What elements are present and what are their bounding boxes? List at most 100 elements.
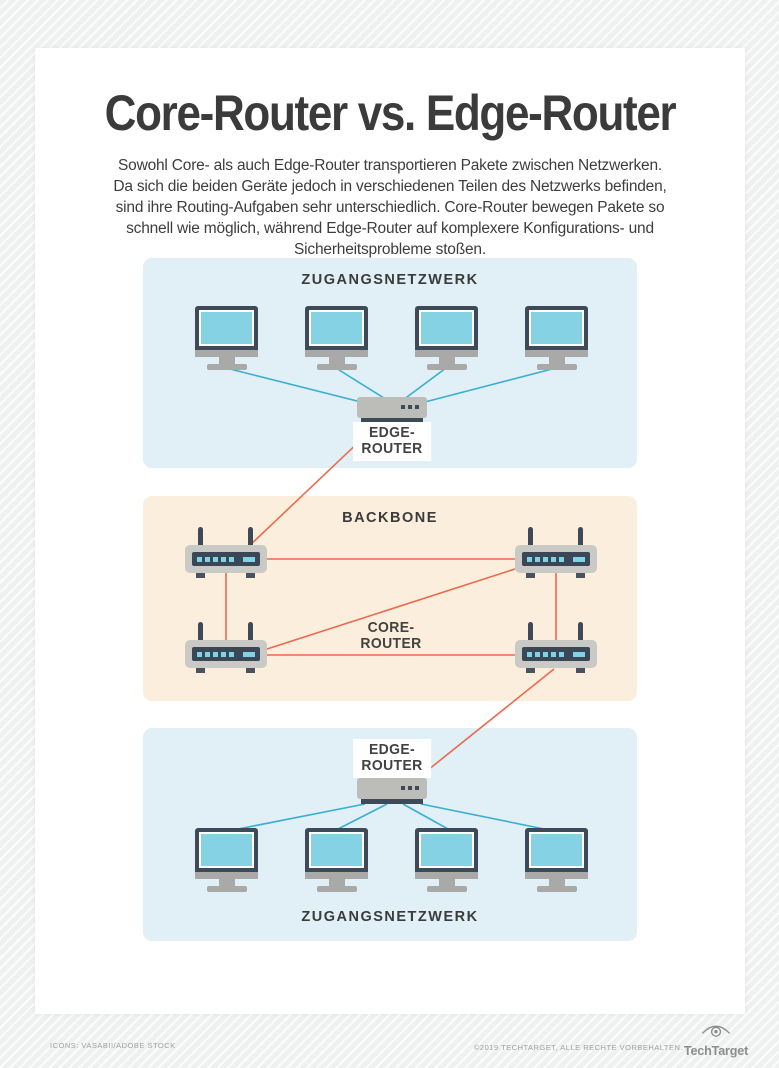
panel-title-access-top: ZUGANGSNETZWERK xyxy=(301,272,479,288)
panel-title-backbone: BACKBONE xyxy=(342,510,438,526)
antenna-icon xyxy=(578,527,583,551)
techtarget-wordmark: TechTarget xyxy=(683,1043,749,1058)
monitor-base xyxy=(316,364,357,370)
monitor-screen xyxy=(529,832,584,868)
monitor-screen xyxy=(419,310,474,346)
monitor-frame xyxy=(415,306,478,350)
monitor-base xyxy=(206,364,247,370)
core-router-label: CORE- ROUTER xyxy=(360,619,422,652)
monitor-neck xyxy=(218,879,235,886)
icon-credit-text: ICONS: VASABII/ADOBE STOCK xyxy=(50,1041,176,1050)
core-router-body xyxy=(185,640,267,668)
edge-router-body xyxy=(357,397,427,418)
core-router-body xyxy=(515,545,597,573)
monitor-icon xyxy=(415,828,478,892)
core-router-icon-top-right xyxy=(515,527,597,578)
monitor-frame xyxy=(415,828,478,872)
monitor-frame xyxy=(195,306,258,350)
core-router-body xyxy=(185,545,267,573)
monitor-base xyxy=(536,886,577,892)
router-foot xyxy=(246,573,255,578)
intro-paragraph: Sowohl Core- als auch Edge-Router transp… xyxy=(35,155,745,260)
router-foot xyxy=(576,573,585,578)
router-foot xyxy=(576,668,585,673)
edge-router-icon-top xyxy=(357,397,427,423)
monitor-neck xyxy=(548,357,565,364)
backbone-links-red xyxy=(225,418,557,779)
monitor-base xyxy=(206,886,247,892)
connection-lines xyxy=(225,367,557,832)
monitor-icon xyxy=(525,306,588,370)
monitor-neck xyxy=(328,879,345,886)
page-title: Core-Router vs. Edge-Router xyxy=(104,85,677,141)
monitor-screen xyxy=(309,310,364,346)
intro-line: Sowohl Core- als auch Edge-Router transp… xyxy=(118,157,662,174)
monitor-neck xyxy=(218,357,235,364)
monitor-screen xyxy=(199,832,254,868)
monitor-base xyxy=(316,886,357,892)
infographic-card: Core-Router vs. Edge-Router Sowohl Core-… xyxy=(35,48,745,1014)
router-foot xyxy=(526,573,535,578)
antenna-icon xyxy=(528,527,533,551)
monitor-neck xyxy=(328,357,345,364)
monitor-icon xyxy=(195,828,258,892)
core-router-panel xyxy=(192,552,260,566)
techtarget-eye-icon xyxy=(701,1025,731,1037)
antenna-icon xyxy=(248,527,253,551)
core-router-panel xyxy=(522,552,590,566)
monitor-chin xyxy=(305,872,368,879)
monitor-chin xyxy=(415,872,478,879)
panel-title-access-bottom: ZUGANGSNETZWERK xyxy=(301,909,479,925)
router-foot xyxy=(196,573,205,578)
monitor-chin xyxy=(195,350,258,357)
core-router-panel xyxy=(192,647,260,661)
monitor-neck xyxy=(438,357,455,364)
edge-router-label-top: EDGE- ROUTER xyxy=(353,422,431,461)
monitor-chin xyxy=(305,350,368,357)
edge-router-base xyxy=(361,799,423,804)
monitor-chin xyxy=(525,350,588,357)
intro-line: Da sich die beiden Geräte jedoch in vers… xyxy=(113,178,667,195)
monitor-screen xyxy=(199,310,254,346)
monitor-base xyxy=(426,886,467,892)
monitor-icon xyxy=(305,306,368,370)
core-router-icon-bottom-right xyxy=(515,622,597,673)
antenna-icon xyxy=(198,527,203,551)
monitor-screen xyxy=(419,832,474,868)
monitor-base xyxy=(536,364,577,370)
monitor-frame xyxy=(525,306,588,350)
router-foot xyxy=(246,668,255,673)
monitor-chin xyxy=(195,872,258,879)
edge-router-body xyxy=(357,778,427,799)
monitor-chin xyxy=(525,872,588,879)
monitor-screen xyxy=(309,832,364,868)
intro-line: Sicherheitsprobleme stoßen. xyxy=(294,241,486,258)
monitor-frame xyxy=(305,306,368,350)
monitor-icon xyxy=(195,306,258,370)
antenna-icon xyxy=(578,622,583,646)
core-router-body xyxy=(515,640,597,668)
monitor-neck xyxy=(548,879,565,886)
monitor-icon xyxy=(525,828,588,892)
access-links-blue xyxy=(225,367,557,832)
monitor-frame xyxy=(195,828,258,872)
edge-router-leds xyxy=(401,786,419,790)
core-router-icon-top-left xyxy=(185,527,267,578)
copyright-text: ©2019 TECHTARGET, ALLE RECHTE VORBEHALTE… xyxy=(473,1043,683,1052)
edge-router-label-bottom: EDGE- ROUTER xyxy=(353,739,431,778)
antenna-icon xyxy=(198,622,203,646)
monitor-screen xyxy=(529,310,584,346)
edge-router-icon-bottom xyxy=(357,778,427,804)
core-router-icon-bottom-left xyxy=(185,622,267,673)
monitor-icon xyxy=(305,828,368,892)
monitor-neck xyxy=(438,879,455,886)
monitor-chin xyxy=(415,350,478,357)
techtarget-logo: TechTarget xyxy=(681,1022,751,1058)
edge-router-leds xyxy=(401,405,419,409)
monitor-frame xyxy=(525,828,588,872)
antenna-icon xyxy=(248,622,253,646)
edge-router-base xyxy=(361,418,423,423)
monitor-icon xyxy=(415,306,478,370)
core-router-panel xyxy=(522,647,590,661)
antenna-icon xyxy=(528,622,533,646)
